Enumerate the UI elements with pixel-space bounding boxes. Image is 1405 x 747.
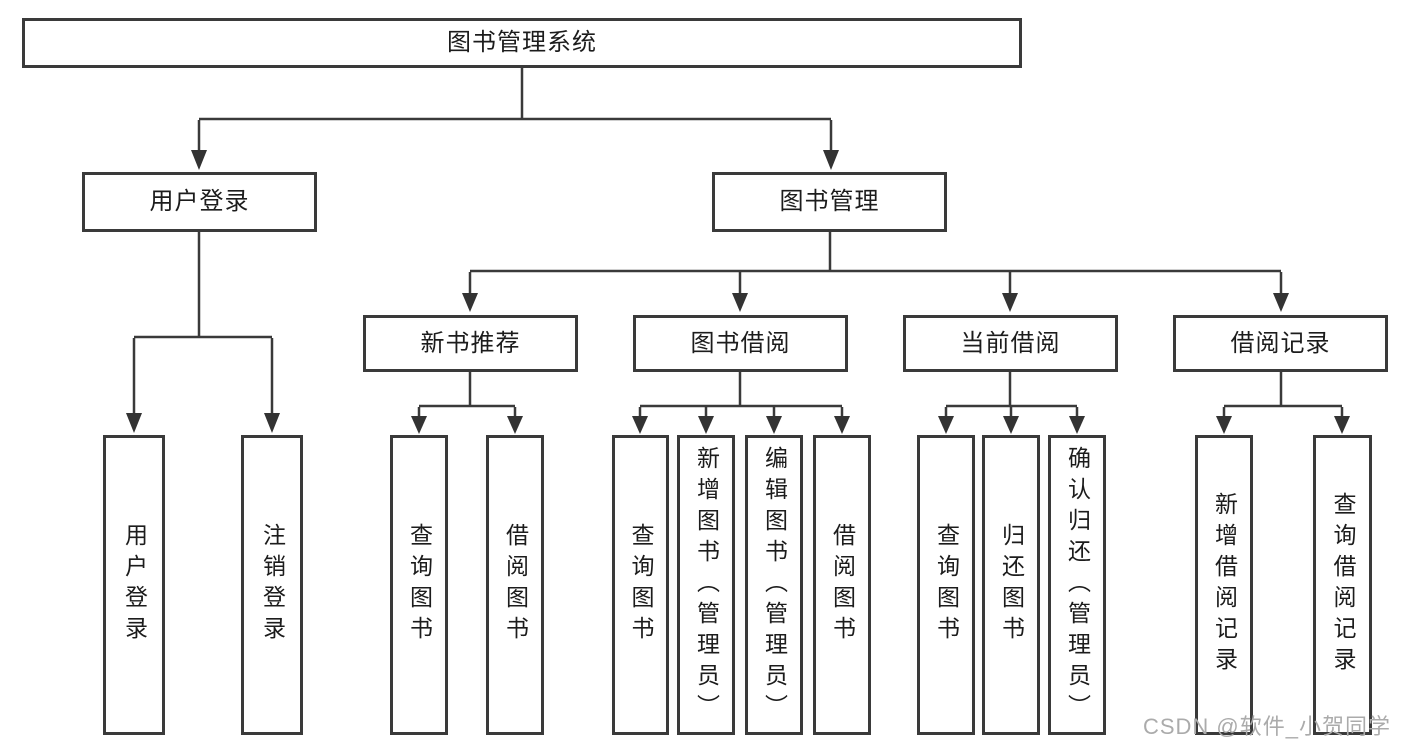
node-leaf-bb-edit-books-admin: 编辑图书（管理员）: [745, 435, 803, 735]
node-leaf-nb-borrow-books: 借阅图书: [486, 435, 544, 735]
node-user-login: 用户登录: [82, 172, 317, 232]
node-new-book-recommend: 新书推荐: [363, 315, 578, 372]
node-leaf-logout-label: 注销登录: [259, 523, 286, 647]
node-leaf-bb-borrow-books: 借阅图书: [813, 435, 871, 735]
node-book-management-label: 图书管理: [779, 188, 880, 215]
node-root-system-label: 图书管理系统: [447, 29, 597, 56]
node-leaf-cb-query-books: 查询图书: [917, 435, 975, 735]
node-leaf-br-add-record: 新增借阅记录: [1195, 435, 1253, 735]
node-user-login-label: 用户登录: [149, 188, 250, 215]
node-leaf-cb-query-books-label: 查询图书: [933, 523, 960, 647]
node-book-management: 图书管理: [712, 172, 947, 232]
node-borrow-records-label: 借阅记录: [1230, 329, 1331, 357]
node-current-borrow-label: 当前借阅: [960, 329, 1061, 357]
node-book-borrow-label: 图书借阅: [690, 329, 791, 357]
node-leaf-cb-confirm-return-admin: 确认归还（管理员）: [1048, 435, 1106, 735]
node-leaf-nb-query-books: 查询图书: [390, 435, 448, 735]
node-leaf-br-query-record: 查询借阅记录: [1313, 435, 1372, 735]
node-current-borrow: 当前借阅: [903, 315, 1118, 372]
node-leaf-user-login-label: 用户登录: [121, 523, 148, 647]
node-new-book-recommend-label: 新书推荐: [420, 329, 521, 357]
node-leaf-bb-query-books: 查询图书: [612, 435, 669, 735]
node-leaf-bb-query-books-label: 查询图书: [628, 523, 654, 647]
node-book-borrow: 图书借阅: [633, 315, 848, 372]
node-leaf-cb-return-books-label: 归还图书: [998, 523, 1025, 647]
node-leaf-user-login: 用户登录: [103, 435, 165, 735]
node-leaf-logout: 注销登录: [241, 435, 303, 735]
node-leaf-nb-query-books-label: 查询图书: [406, 523, 433, 647]
node-borrow-records: 借阅记录: [1173, 315, 1388, 372]
node-leaf-bb-add-books-admin-label: 新增图书（管理员）: [693, 445, 720, 725]
node-leaf-bb-add-books-admin: 新增图书（管理员）: [677, 435, 735, 735]
node-leaf-bb-borrow-books-label: 借阅图书: [829, 523, 856, 647]
arrowheads: [126, 150, 1350, 434]
node-leaf-bb-edit-books-admin-label: 编辑图书（管理员）: [761, 445, 788, 725]
node-leaf-cb-confirm-return-admin-label: 确认归还（管理员）: [1064, 445, 1091, 725]
node-root-system: 图书管理系统: [22, 18, 1022, 68]
csdn-watermark: CSDN @软件_小贺同学: [1142, 714, 1391, 739]
node-leaf-br-add-record-label: 新增借阅记录: [1211, 492, 1238, 678]
node-leaf-cb-return-books: 归还图书: [982, 435, 1040, 735]
node-leaf-nb-borrow-books-label: 借阅图书: [502, 523, 529, 647]
node-leaf-br-query-record-label: 查询借阅记录: [1330, 492, 1356, 678]
